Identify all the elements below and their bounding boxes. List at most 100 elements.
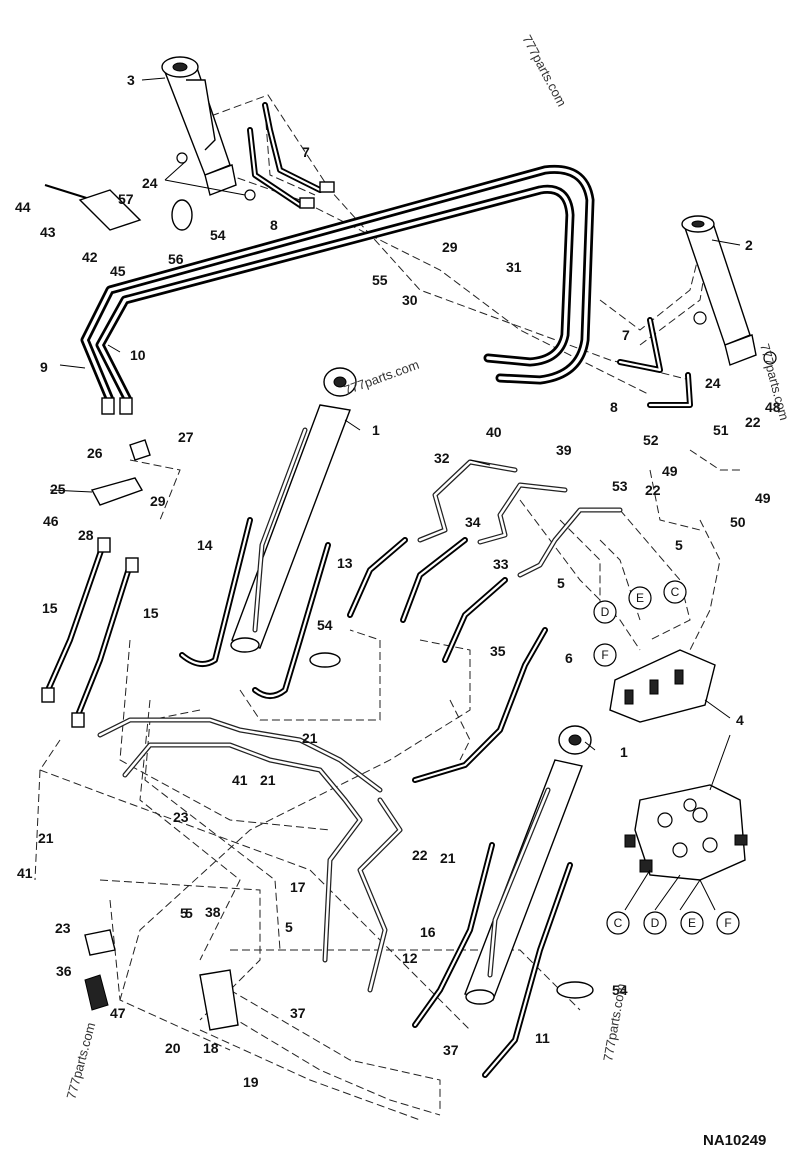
tubes-32 [417,459,623,578]
callout: 56 [168,251,184,267]
callout: 38 [205,904,221,920]
hoses-7-8-top [247,102,335,209]
port-letter: D [651,916,660,930]
port-marker-e [628,586,652,610]
tubes-16-17 [97,717,403,993]
hoses-33-34-35 [347,537,548,783]
callout: 22 [645,482,661,498]
callout: 24 [705,375,721,391]
callout: 8 [610,399,618,415]
callout: 7 [302,144,310,160]
callout: 32 [434,450,450,466]
callout: 54 [612,982,628,998]
callout: 21 [302,730,318,746]
watermark: 777parts.com [757,342,792,422]
callout: 5 [675,537,683,553]
callout: 24 [142,175,158,191]
callout: 46 [43,513,59,529]
watermark: 777parts.com [519,32,569,109]
callout: 13 [337,555,353,571]
figure-id: NA10249 [703,1132,766,1149]
callout: 33 [493,556,509,572]
callout: 29 [150,493,166,509]
port-letter: C [671,585,680,599]
callout: 50 [730,514,746,530]
callout: 21 [440,850,456,866]
callout: 47 [110,1005,126,1021]
cylinder-3 [161,56,256,201]
callout: 17 [290,879,306,895]
callout: 49 [755,490,771,506]
callout: 4 [736,712,744,728]
callout: 51 [713,422,729,438]
callout: 11 [535,1030,550,1046]
cylinder-1-lower [464,725,592,1005]
callout: 8 [270,217,278,233]
port-markers [593,580,740,935]
valve-block-18 [84,929,239,1031]
callout: 39 [556,442,572,458]
port-letter: E [636,591,644,605]
hose-9-10 [80,164,595,415]
callout: 1 [372,422,380,438]
watermark: 777parts.com [63,1021,98,1101]
callout: 31 [506,259,522,275]
callout: 23 [55,920,71,936]
bracket-25 [90,439,151,506]
callout: 37 [443,1042,459,1058]
port-letter: E [688,916,696,930]
callout: 21 [38,830,54,846]
cylinder-1-upper [230,367,357,653]
callout: 6 [565,650,573,666]
port-marker-f [716,911,740,935]
callout: 5 [285,919,293,935]
port-marker-d [643,911,667,935]
port-letter: F [601,648,608,662]
port-letter: F [724,916,731,930]
callout: 3 [127,72,135,88]
callout: 20 [165,1040,181,1056]
port-letter: C [614,916,623,930]
callout: 55 [372,272,388,288]
callout: 28 [78,527,94,543]
watermark: 777parts.com [600,982,628,1062]
callout: 14 [197,537,213,553]
control-valve-large [624,784,748,881]
callout: 53 [612,478,628,494]
port-marker-d [593,600,617,624]
callout: 25 [50,481,66,497]
callout: 29 [442,239,458,255]
callout: 52 [643,432,659,448]
callout: 2 [745,237,753,253]
callout: 26 [87,445,103,461]
callout: 35 [490,643,506,659]
cylinder-2 [681,215,777,366]
callout: 43 [40,224,56,240]
port-marker-e [680,911,704,935]
leader-lines [49,77,741,911]
hoses-13-14 [179,517,331,699]
port-letter: D [601,605,610,619]
callout: 7 [622,327,630,343]
hoses-15 [41,537,139,728]
callout: 41 [232,772,248,788]
callout: 30 [402,292,418,308]
callout: 54 [317,617,333,633]
port-marker-c [606,911,630,935]
hoses-7-8-right [617,317,693,408]
callout: 57 [118,191,134,207]
callout: 36 [56,963,72,979]
callout: 9 [40,359,48,375]
callout: 48 [765,399,781,415]
callout: 5 [185,905,193,921]
cable-ties [309,652,594,999]
callout: 42 [82,249,98,265]
callout: 37 [290,1005,306,1021]
port-marker-c [663,580,687,604]
callout: 21 [260,772,276,788]
callout: 41 [17,865,33,881]
callout: 40 [486,424,502,440]
hardware-43-57 [44,184,193,231]
callout: 44 [15,199,31,215]
